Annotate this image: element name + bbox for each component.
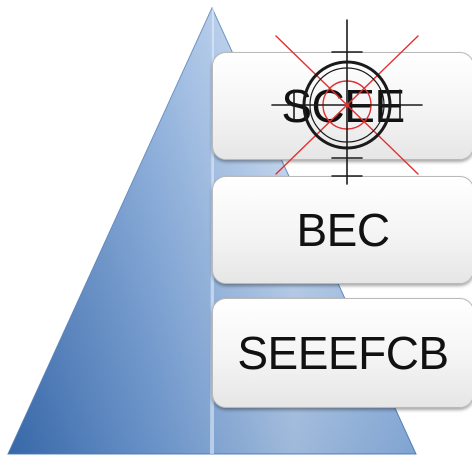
level-box-middle: BEC	[212, 176, 472, 284]
level-label: BEC	[296, 204, 390, 256]
level-label: SEEEFCB	[237, 327, 449, 379]
level-label: SCEE	[281, 80, 405, 132]
level-box-top: SCEE	[212, 52, 472, 160]
level-box-bottom: SEEEFCB	[212, 298, 472, 408]
